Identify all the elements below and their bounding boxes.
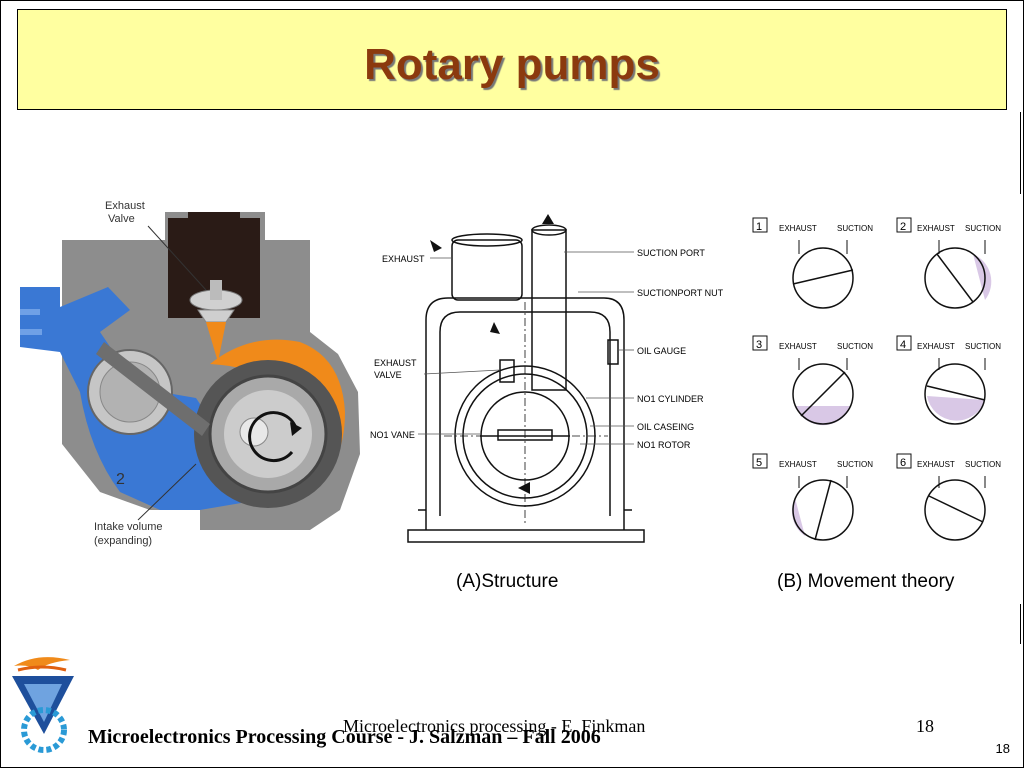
structure-label-suction-nut: SUCTIONPORT NUT <box>637 288 724 298</box>
structure-label-exhaust: EXHAUST <box>382 254 425 264</box>
exhaust-label: EXHAUST <box>917 224 955 233</box>
structure-caption: (A)Structure <box>456 571 558 592</box>
structure-label-oil-gauge: OIL GAUGE <box>637 346 686 356</box>
suction-label: SUCTION <box>965 460 1001 469</box>
course-footer: Microelectronics Processing Course - J. … <box>88 726 601 748</box>
slide-number: 18 <box>995 741 1010 756</box>
divider-line <box>1020 604 1021 644</box>
intake-label-2: (expanding) <box>94 535 152 547</box>
stage-number: 2 <box>116 471 125 488</box>
university-logo <box>12 657 74 753</box>
footer-page-number: 18 <box>916 716 934 736</box>
step-number: 6 <box>900 457 906 469</box>
exhaust-label: EXHAUST <box>779 342 817 351</box>
exhaust-label: EXHAUST <box>917 342 955 351</box>
step-number: 2 <box>900 221 906 233</box>
structure-label-suction-port: SUCTION PORT <box>637 248 705 258</box>
author-footer: Microelectronics processing - E. Finkman <box>343 716 646 736</box>
step-number: 3 <box>756 339 762 351</box>
suction-label: SUCTION <box>965 224 1001 233</box>
title-box: Rotary pumps <box>17 9 1007 110</box>
movement-caption: (B) Movement theory <box>777 571 955 592</box>
structure-label-rotor: NO1 ROTOR <box>637 440 691 450</box>
step-number: 4 <box>900 339 906 351</box>
exhaust-label: EXHAUST <box>779 460 817 469</box>
intake-label-1: Intake volume <box>94 521 162 533</box>
structure-label-vane: NO1 VANE <box>370 430 415 440</box>
suction-label: SUCTION <box>837 224 873 233</box>
exhaust-label: EXHAUST <box>917 460 955 469</box>
exhaust-valve-label-2: Valve <box>108 213 135 225</box>
structure-label-oil-casing: OIL CASEING <box>637 422 694 432</box>
exhaust-valve-label-1: Exhaust <box>105 200 145 212</box>
suction-label: SUCTION <box>965 342 1001 351</box>
suction-label: SUCTION <box>837 342 873 351</box>
exhaust-label: EXHAUST <box>779 224 817 233</box>
divider-line <box>1020 112 1021 194</box>
step-number: 5 <box>756 457 762 469</box>
structure-label-exhaust-valve-2: VALVE <box>374 370 402 380</box>
slide-title: Rotary pumps <box>364 40 660 89</box>
suction-label: SUCTION <box>837 460 873 469</box>
structure-label-exhaust-valve-1: EXHAUST <box>374 358 417 368</box>
movement-theory-diagram: 1 EXHAUST SUCTION 2 EXHAUST SUCTION 3 EX… <box>752 217 1001 592</box>
structure-label-cylinder: NO1 CYLINDER <box>637 394 704 404</box>
step-number: 1 <box>756 221 762 233</box>
rotary-pump-cutaway: Exhaust Valve 2 Intake volume (expanding… <box>20 192 365 562</box>
pump-structure-diagram: EXHAUST EXHAUST VALVE NO1 VANE SUCTION P… <box>370 214 724 592</box>
